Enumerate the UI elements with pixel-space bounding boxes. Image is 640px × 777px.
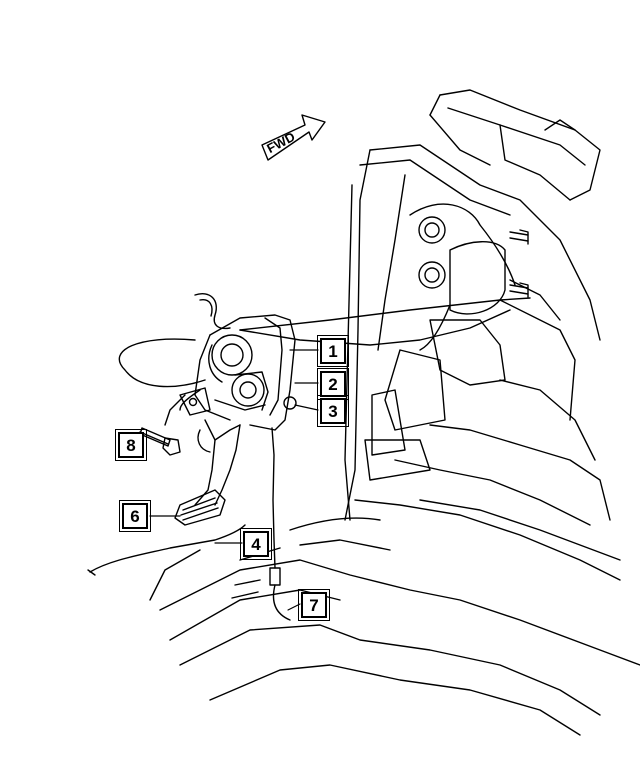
callout-4: 4	[240, 528, 272, 560]
floor-pan	[149, 499, 640, 736]
callout-7: 7	[298, 589, 330, 621]
fwd-arrow-icon	[261, 114, 326, 161]
callout-6: 6	[119, 500, 151, 532]
callout-1: 1	[317, 335, 349, 367]
callout-8: 8	[115, 429, 147, 461]
brake-pedal-assembly	[87, 293, 531, 621]
body-panel	[344, 89, 621, 581]
leader-lines	[139, 349, 319, 611]
callout-2: 2	[317, 368, 349, 400]
callout-3: 3	[317, 395, 349, 427]
